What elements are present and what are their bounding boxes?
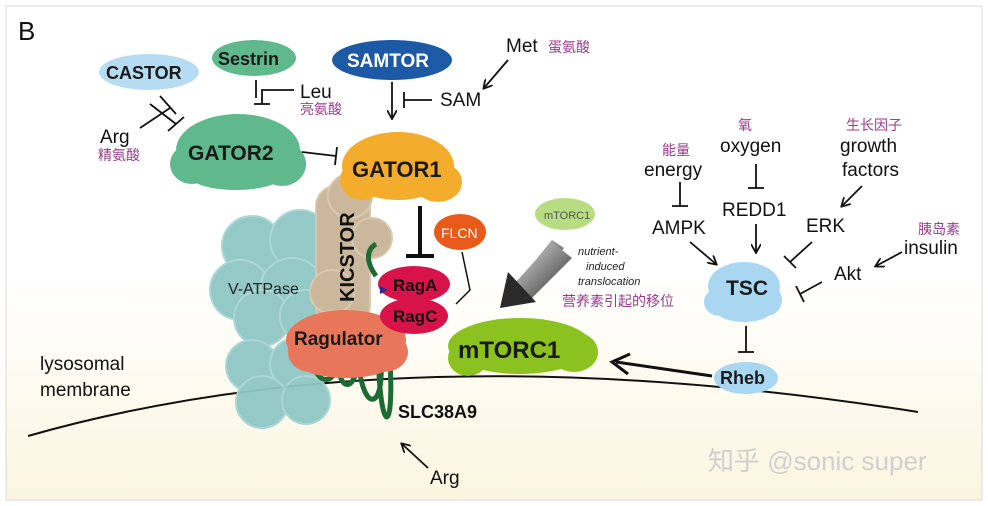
sam-label: SAM bbox=[440, 90, 481, 111]
flcn-node bbox=[434, 214, 486, 250]
gator1-complex bbox=[340, 132, 462, 202]
samtor-label: SAMTOR bbox=[347, 51, 429, 72]
insulin-label: insulin bbox=[904, 238, 958, 259]
erk-label: ERK bbox=[806, 216, 845, 237]
rheb-label: Rheb bbox=[720, 368, 765, 388]
gator2-complex bbox=[170, 114, 306, 190]
leu-zh: 亮氨酸 bbox=[300, 101, 342, 117]
membrane-label-line1: lysosomal bbox=[40, 354, 124, 375]
samtor-node bbox=[332, 40, 452, 80]
mtorc1-small-label: mTORC1 bbox=[544, 210, 590, 222]
tsc-complex bbox=[704, 262, 782, 322]
rheb-node bbox=[714, 362, 778, 394]
oxygen-zh: 氧 bbox=[738, 117, 752, 133]
ragc-label: RagC bbox=[393, 307, 437, 326]
rheb-to-mtorc1-arrow bbox=[615, 360, 713, 378]
ampk-label: AMPK bbox=[652, 218, 706, 239]
met-label: Met bbox=[506, 36, 538, 57]
mtorc1-label: mTORC1 bbox=[458, 337, 560, 364]
rag-gtpases bbox=[378, 266, 450, 334]
ragulator-complex bbox=[286, 310, 408, 378]
mtorc1-translocating-node bbox=[535, 198, 595, 230]
v-atpase-label: V-ATPase bbox=[228, 281, 299, 298]
met-zh: 蛋氨酸 bbox=[548, 39, 590, 55]
sestrin-node bbox=[212, 40, 296, 76]
gator1-label: GATOR1 bbox=[352, 157, 442, 182]
connectors bbox=[139, 59, 903, 469]
slc38a9-label: SLC38A9 bbox=[398, 402, 477, 422]
oxygen-label: oxygen bbox=[720, 136, 781, 157]
castor-node bbox=[99, 54, 199, 90]
translocation-line3: translocation bbox=[578, 276, 640, 288]
redd1-label: REDD1 bbox=[722, 200, 786, 221]
arg-left-zh: 精氨酸 bbox=[98, 147, 140, 163]
membrane-label-line2: membrane bbox=[40, 380, 131, 401]
raga-label: RagA bbox=[393, 276, 437, 295]
energy-label: energy bbox=[644, 160, 703, 181]
akt-label: Akt bbox=[834, 264, 862, 285]
lysosomal-membrane-line bbox=[27, 375, 919, 437]
flcn-label: FLCN bbox=[441, 225, 478, 241]
translocation-line1: nutrient- bbox=[578, 246, 619, 258]
watermark-text: 知乎 @sonic super bbox=[708, 446, 927, 476]
translocation-arrow bbox=[514, 242, 572, 300]
translocation-line2: induced bbox=[586, 261, 625, 273]
growth-factors-zh: 生长因子 bbox=[846, 117, 902, 133]
tsc-label: TSC bbox=[726, 277, 768, 300]
translocation-zh: 营养素引起的移位 bbox=[562, 293, 674, 309]
arg-bottom-label: Arg bbox=[430, 468, 460, 489]
panel-letter: B bbox=[18, 16, 35, 46]
energy-zh: 能量 bbox=[662, 142, 690, 158]
ragulator-label: Ragulator bbox=[294, 329, 383, 350]
insulin-zh: 胰岛素 bbox=[918, 221, 960, 237]
arg-left-label: Arg bbox=[100, 127, 130, 148]
factors-label: factors bbox=[842, 160, 899, 181]
leu-label: Leu bbox=[300, 82, 332, 103]
mtorc1-complex bbox=[448, 318, 598, 376]
castor-label: CASTOR bbox=[106, 63, 182, 83]
kicstor-label: KICSTOR bbox=[337, 212, 359, 302]
growth-label: growth bbox=[840, 136, 897, 157]
sestrin-label: Sestrin bbox=[218, 49, 279, 69]
gator2-label: GATOR2 bbox=[188, 142, 274, 165]
